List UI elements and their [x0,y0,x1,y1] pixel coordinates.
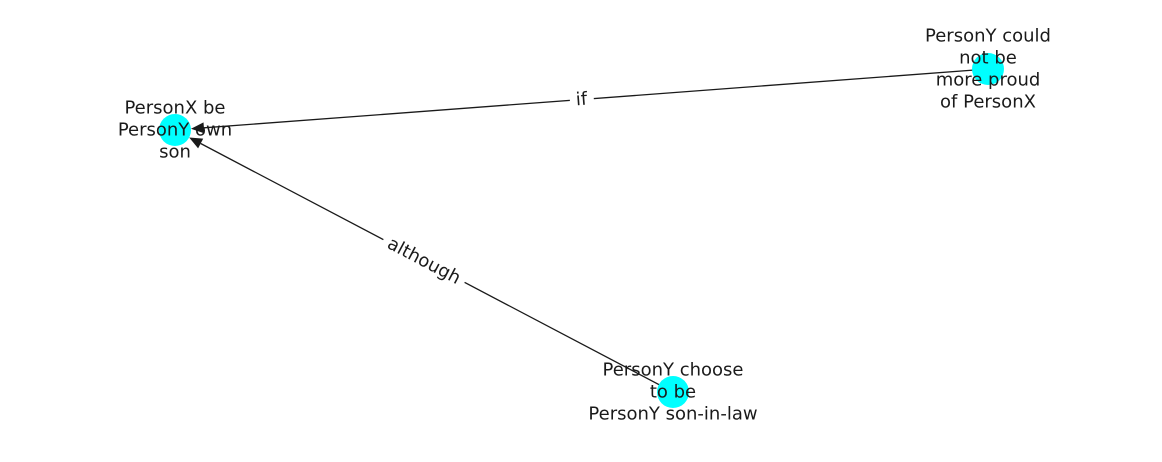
edges-layer [189,68,989,393]
edge-label-group: although [378,229,470,293]
edge-label: if [575,89,589,111]
node-label-line: PersonY own [118,120,232,141]
node-n3 [657,376,689,408]
arrowhead [190,122,205,134]
edge-label: although [384,233,464,289]
node-label-line: PersonX be [124,98,225,119]
edge-label-background [378,229,470,293]
edge-label-background [569,87,595,112]
node-n2 [972,53,1004,85]
edge-label-group: if [569,87,595,112]
node-label-line: of PersonX [940,92,1036,113]
node-label-line: more proud [936,70,1041,91]
node-label-line: son [159,142,191,163]
node-label-line: not be [959,48,1017,69]
node-n1 [159,114,191,146]
node-label-line: PersonY could [925,26,1051,47]
node-label-line: PersonY choose [603,360,744,381]
nodes-layer [159,53,1004,408]
arrowhead [189,137,204,149]
edge-line [203,68,989,129]
edge-n2-n1 [190,68,989,134]
node-label-line: PersonY son-in-law [588,404,757,425]
node-label-line: to be [650,382,696,403]
